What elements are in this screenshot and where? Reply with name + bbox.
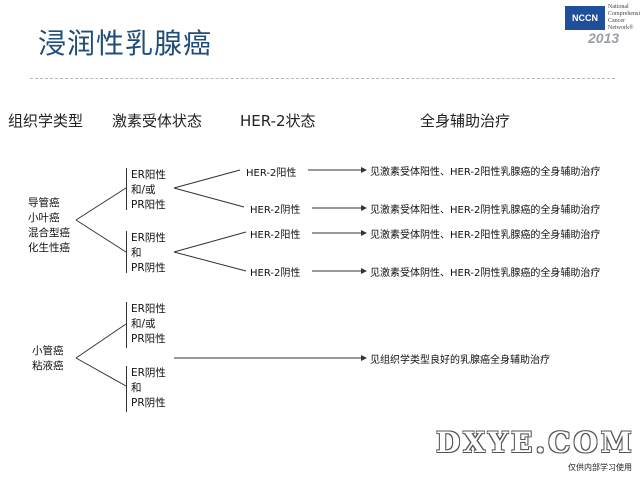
header-hormone-status: 激素受体状态 <box>112 112 203 130</box>
header-her2-status: HER-2状态 <box>240 112 316 130</box>
watermark: DXYE.COM <box>436 426 635 459</box>
outcome-g2: 见组织学类型良好的乳腺癌全身辅助治疗 <box>370 355 550 366</box>
branch-erpos-to-her2neg <box>173 187 245 208</box>
outcome-a: 见激素受体阳性、HER-2阳性乳腺癌的全身辅助治疗 <box>370 167 601 178</box>
year-badge: 2013 <box>588 30 620 46</box>
her2-node-a: HER-2阳性 <box>246 168 297 179</box>
outcome-d: 见激素受体阴性、HER-2阴性乳腺癌的全身辅助治疗 <box>370 268 601 279</box>
header-systemic-therapy: 全身辅助治疗 <box>420 112 511 130</box>
nccn-logo-text: National Comprehensive Cancer Network® <box>608 4 640 31</box>
g2-er-neg-label: ER阴性 和 PR阴性 <box>131 367 166 409</box>
bracket-g1-erneg <box>126 231 127 273</box>
branch-erpos-to-her2pos <box>173 169 241 189</box>
outcome-b: 见激素受体阳性、HER-2阴性乳腺癌的全身辅助治疗 <box>370 205 601 216</box>
histology-group1: 导管癌 小叶癌 混合型癌 化生性癌 <box>28 197 70 254</box>
branch-g1-to-er-neg <box>75 219 127 253</box>
page-title: 浸润性乳腺癌 <box>38 27 213 60</box>
branch-g1-to-er-pos <box>75 187 127 221</box>
branch-g2-to-er-pos <box>75 323 127 359</box>
header-histology: 组织学类型 <box>8 112 84 130</box>
her2-node-c: HER-2阳性 <box>250 230 301 241</box>
bracket-g1-erpos <box>126 168 127 210</box>
bracket-g2-erpos <box>126 302 127 348</box>
internal-use-note: 仅供内部学习使用 <box>568 463 632 472</box>
bracket-g2-erneg <box>126 366 127 412</box>
branch-g2-to-er-neg <box>75 357 127 387</box>
branch-erneg-to-her2pos <box>173 231 247 253</box>
g1-er-neg-label: ER阴性 和 PR阴性 <box>131 232 166 274</box>
her2-node-d: HER-2阴性 <box>250 268 301 279</box>
branch-erneg-to-her2neg <box>173 251 247 272</box>
nccn-logo: NCCN <box>565 6 605 30</box>
g2-er-pos-label: ER阳性 和/或 PR阳性 <box>131 303 166 345</box>
her2-node-b: HER-2阴性 <box>250 205 301 216</box>
histology-group2: 小管癌 粘液癌 <box>32 345 64 372</box>
g1-er-pos-label: ER阳性 和/或 PR阳性 <box>131 169 166 211</box>
title-divider <box>30 78 615 79</box>
outcome-c: 见激素受体阴性、HER-2阳性乳腺癌的全身辅助治疗 <box>370 230 601 241</box>
